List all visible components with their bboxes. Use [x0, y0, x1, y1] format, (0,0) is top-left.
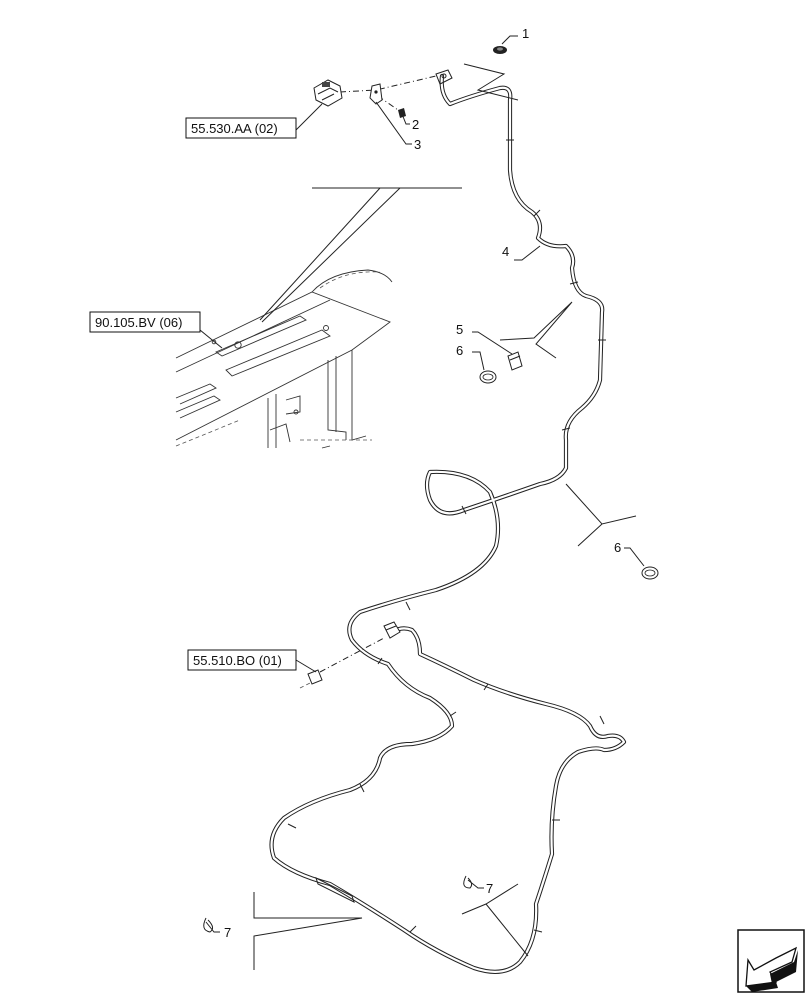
tie-a: [203, 917, 214, 933]
hose-end-fitting: [299, 669, 323, 689]
callout-2: 2: [412, 117, 419, 132]
lower-connector: [383, 621, 401, 639]
switch-component: [313, 79, 343, 107]
hydraulic-hose: [269, 73, 627, 974]
callout-7a: 7: [224, 925, 231, 940]
ref-box-55510[interactable]: 55.510.BO (01): [187, 649, 297, 671]
link-line-top: [339, 75, 437, 93]
top-fitting: [435, 69, 453, 85]
ref-label-55530: 55.530.AA (02): [191, 121, 278, 136]
callout-4: 4: [502, 244, 509, 259]
ref-label-55510: 55.510.BO (01): [193, 653, 282, 668]
callout-5: 5: [456, 322, 463, 337]
callout-6b: 6: [614, 540, 621, 555]
callout-leaders: [199, 35, 645, 933]
screw: [398, 108, 406, 118]
chassis-frame-detail: [175, 187, 462, 449]
callout-7b: 7: [486, 881, 493, 896]
callout-6a: 6: [456, 343, 463, 358]
ref-label-90105: 90.105.BV (06): [95, 315, 182, 330]
callout-1: 1: [522, 26, 529, 41]
grommet: [493, 46, 507, 54]
ref-box-90105[interactable]: 90.105.BV (06): [89, 311, 201, 333]
section-lines: [253, 63, 637, 970]
clip: [507, 351, 523, 371]
callout-3: 3: [414, 137, 421, 152]
ring-a: [479, 370, 497, 384]
tie-b: [463, 875, 473, 889]
bracket: [369, 83, 383, 105]
next-page-arrow-icon[interactable]: [737, 929, 805, 993]
ref-box-55530[interactable]: 55.530.AA (02): [185, 117, 297, 139]
ring-b: [641, 566, 659, 580]
